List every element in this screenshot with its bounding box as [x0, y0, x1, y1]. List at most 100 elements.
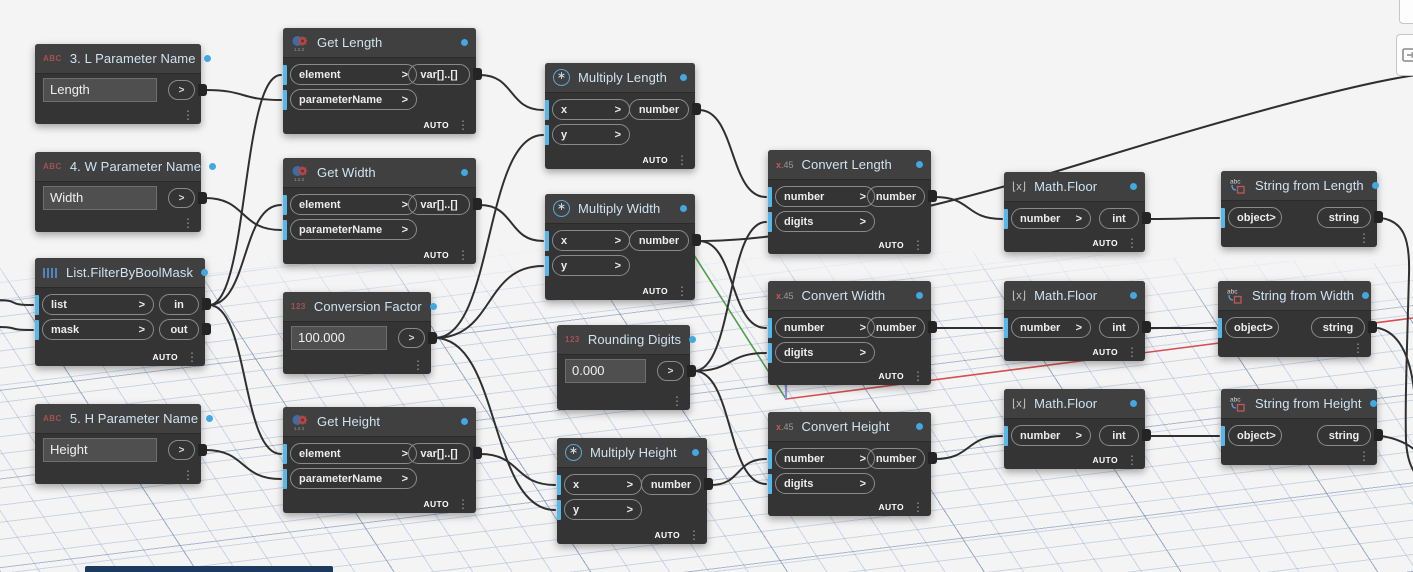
input-port-number[interactable]: number>: [1011, 208, 1091, 229]
canvas-tool-button[interactable]: [1399, 0, 1413, 24]
input-port-element[interactable]: element>: [290, 443, 417, 464]
output-connector[interactable]: [1374, 211, 1383, 223]
output-connector[interactable]: [198, 192, 207, 204]
output-connector[interactable]: [1374, 429, 1383, 441]
output-connector[interactable]: [928, 321, 937, 333]
wire[interactable]: [434, 265, 544, 339]
output-connector[interactable]: [473, 447, 482, 459]
output-port-in[interactable]: in: [159, 294, 199, 315]
wire[interactable]: [1380, 217, 1413, 481]
output-connector[interactable]: [692, 103, 701, 115]
input-port-number[interactable]: number>: [1011, 317, 1091, 338]
context-menu-dots[interactable]: ⋮: [912, 238, 924, 252]
input-port-parameterName[interactable]: parameterName>: [290, 219, 417, 240]
output-port-string[interactable]: string: [1317, 207, 1371, 228]
output-connector[interactable]: [1368, 321, 1377, 333]
lacing-label[interactable]: AUTO: [642, 286, 668, 296]
output-port-var[]..[][interactable]: var[]..[]: [408, 194, 470, 215]
output-connector[interactable]: [704, 478, 713, 490]
context-menu-dots[interactable]: ⋮: [676, 153, 688, 167]
wire[interactable]: [479, 74, 544, 111]
offscreen-node-edge[interactable]: [85, 566, 333, 572]
wire[interactable]: [479, 204, 544, 242]
lacing-label[interactable]: AUTO: [1092, 455, 1118, 465]
output-port-out[interactable]: out: [159, 319, 199, 340]
input-port-y[interactable]: y>: [564, 499, 642, 520]
wire[interactable]: [934, 196, 1003, 220]
input-port-object[interactable]: object>: [1228, 425, 1282, 446]
output-connector[interactable]: [198, 444, 207, 456]
input-port-mask[interactable]: mask>: [42, 319, 154, 340]
output-port[interactable]: >: [657, 361, 684, 381]
output-port-number[interactable]: number: [867, 448, 925, 469]
input-port-digits[interactable]: digits>: [775, 473, 875, 494]
wire[interactable]: [204, 449, 282, 480]
input-port-element[interactable]: element>: [290, 194, 417, 215]
output-port-number[interactable]: number: [629, 99, 689, 120]
wire[interactable]: [934, 435, 1003, 460]
output-port-int[interactable]: int: [1099, 208, 1139, 229]
context-menu-dots[interactable]: ⋮: [1126, 236, 1138, 250]
output-connector[interactable]: [1142, 212, 1151, 224]
input-port-x[interactable]: x>: [552, 230, 630, 251]
value-input[interactable]: Height: [43, 438, 157, 462]
lacing-label[interactable]: AUTO: [1092, 238, 1118, 248]
input-port-object[interactable]: object>: [1225, 317, 1279, 338]
input-port-list[interactable]: list>: [42, 294, 154, 315]
lacing-label[interactable]: AUTO: [423, 120, 449, 130]
input-port-y[interactable]: y>: [552, 124, 630, 145]
input-port-digits[interactable]: digits>: [775, 211, 875, 232]
output-port-string[interactable]: string: [1317, 425, 1371, 446]
context-menu-dots[interactable]: ⋮: [457, 248, 469, 262]
lacing-label[interactable]: AUTO: [878, 502, 904, 512]
wire[interactable]: [208, 74, 282, 306]
lacing-label[interactable]: AUTO: [878, 371, 904, 381]
wire[interactable]: [693, 370, 767, 485]
output-port-int[interactable]: int: [1099, 425, 1139, 446]
wire[interactable]: [693, 352, 767, 372]
input-port-y[interactable]: y>: [552, 255, 630, 276]
input-port-parameterName[interactable]: parameterName>: [290, 468, 417, 489]
input-port-object[interactable]: object>: [1228, 207, 1282, 228]
value-input[interactable]: Length: [43, 78, 157, 102]
input-port-parameterName[interactable]: parameterName>: [290, 89, 417, 110]
input-port-number[interactable]: number>: [775, 317, 875, 338]
wire[interactable]: [204, 89, 282, 101]
output-connector[interactable]: [473, 198, 482, 210]
value-input[interactable]: 0.000: [565, 359, 646, 383]
wire[interactable]: [434, 337, 556, 511]
input-port-x[interactable]: x>: [564, 474, 642, 495]
context-menu-dots[interactable]: ⋮: [688, 528, 700, 542]
context-menu-dots[interactable]: ⋮: [1126, 345, 1138, 359]
wire[interactable]: [710, 458, 767, 486]
lacing-label[interactable]: AUTO: [642, 155, 668, 165]
wire[interactable]: [1148, 217, 1220, 220]
lacing-label[interactable]: AUTO: [423, 250, 449, 260]
context-menu-dots[interactable]: ⋮: [186, 350, 198, 364]
output-connector[interactable]: [198, 84, 207, 96]
output-connector[interactable]: [692, 234, 701, 246]
context-menu-dots[interactable]: ⋮: [912, 369, 924, 383]
output-connector[interactable]: [1142, 321, 1151, 333]
output-port-var[]..[][interactable]: var[]..[]: [408, 64, 470, 85]
context-menu-dots[interactable]: ⋮: [182, 468, 194, 482]
wire[interactable]: [208, 304, 282, 455]
output-port[interactable]: >: [168, 80, 195, 100]
wire[interactable]: [208, 204, 282, 306]
input-port-number[interactable]: number>: [775, 186, 875, 207]
lacing-label[interactable]: AUTO: [878, 240, 904, 250]
